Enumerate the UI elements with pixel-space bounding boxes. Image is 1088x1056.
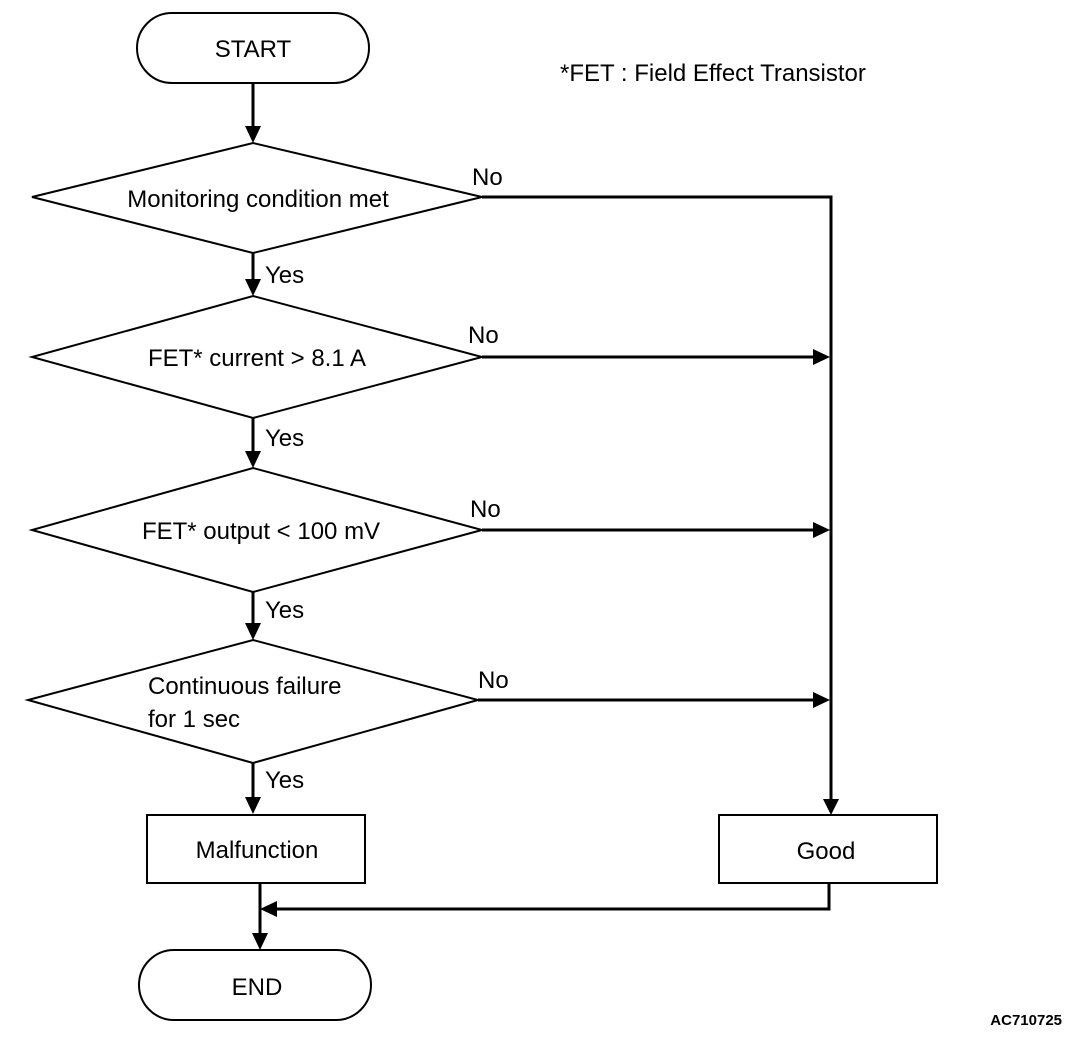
- decision-fet-output-label: FET* output < 100 mV: [142, 518, 380, 545]
- fet-note: *FET : Field Effect Transistor: [560, 60, 866, 87]
- end-label: END: [232, 974, 283, 1001]
- yes-label-2: Yes: [265, 425, 304, 452]
- good-label: Good: [797, 838, 856, 865]
- no-label-4: No: [478, 667, 509, 694]
- malfunction-box: Malfunction: [146, 814, 366, 884]
- good-box: Good: [718, 814, 938, 884]
- connector-fet-output-no: [482, 522, 830, 538]
- decision-continuous-failure-label-line-1: Continuous failure: [148, 673, 341, 700]
- yes-label-1: Yes: [265, 262, 304, 289]
- no-label-3: No: [470, 496, 501, 523]
- connector-monitoring-yes: [245, 253, 261, 296]
- yes-label-3: Yes: [265, 597, 304, 624]
- start-label: START: [215, 36, 292, 63]
- figure-id: AC710725: [990, 1012, 1062, 1029]
- end-terminator: END: [138, 949, 372, 1021]
- decision-fet-current: FET* current > 8.1 A: [28, 294, 486, 420]
- malfunction-label: Malfunction: [196, 837, 319, 864]
- start-terminator: START: [136, 12, 370, 84]
- connector-continuous-failure-yes: [245, 763, 261, 814]
- decision-continuous-failure: Continuous failure for 1 sec: [24, 638, 482, 765]
- no-label-1: No: [472, 164, 503, 191]
- decision-fet-output: FET* output < 100 mV: [28, 466, 486, 594]
- no-label-2: No: [468, 322, 499, 349]
- decision-monitoring-condition: Monitoring condition met: [31, 141, 483, 255]
- decision-monitoring-condition-label: Monitoring condition met: [127, 186, 389, 213]
- connector-fet-current-yes: [245, 418, 261, 468]
- connector-malfunction-to-end: [252, 883, 268, 950]
- yes-label-4: Yes: [265, 767, 304, 794]
- connector-good-to-merge: [260, 883, 831, 917]
- connector-fet-current-no: [482, 349, 830, 365]
- connector-continuous-failure-no: [478, 692, 830, 708]
- decision-continuous-failure-label-line-2: for 1 sec: [148, 706, 240, 733]
- connector-start-to-monitoring: [245, 83, 261, 143]
- decision-fet-current-label: FET* current > 8.1 A: [148, 345, 366, 372]
- connector-fet-output-yes: [245, 592, 261, 640]
- connector-monitoring-no: [482, 195, 839, 815]
